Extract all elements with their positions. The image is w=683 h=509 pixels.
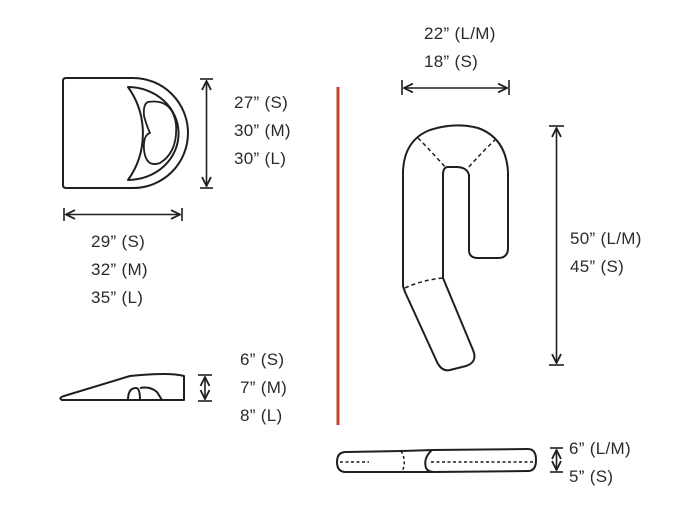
wedge-height-labels: 27” (S) 30” (M) 30” (L) [234,89,291,173]
label: 6” (S) [240,350,285,369]
label: 32” (M) [91,260,148,279]
body-pillow-thickness-arrow [550,447,563,473]
wedge-thickness-arrow [198,374,212,402]
label: 45” (S) [570,257,625,276]
label: 35” (L) [91,288,144,307]
label: 22” (L/M) [424,24,496,43]
body-pillow-side-seams [340,450,534,473]
wedge-width-labels: 29” (S) 32” (M) 35” (L) [91,228,148,312]
body-pillow-side-view-shape [336,448,537,473]
body-pillow-length-arrow [549,125,564,366]
body-pillow-seams [404,137,497,289]
label: 30” (L) [234,149,287,168]
label: 7” (M) [240,378,288,397]
label: 8” (L) [240,406,283,425]
label: 5” (S) [569,467,614,486]
body-pillow-top-view-shape [402,124,509,372]
label: 6” (L/M) [569,439,631,458]
label: 27” (S) [234,93,289,112]
label: 18” (S) [424,52,479,71]
wedge-top-view-shape [62,77,189,189]
label: 30” (M) [234,121,291,140]
wedge-thickness-labels: 6” (S) 7” (M) 8” (L) [240,346,287,430]
wedge-side-view-shape [59,373,185,401]
label: 29” (S) [91,232,146,251]
body-pillow-thickness-labels: 6” (L/M) 5” (S) [569,435,631,491]
wedge-width-arrow [63,208,183,221]
wedge-height-arrow [200,78,213,189]
body-pillow-width-labels: 22” (L/M) 18” (S) [424,20,496,76]
label: 50” (L/M) [570,229,642,248]
body-pillow-length-labels: 50” (L/M) 45” (S) [570,225,642,281]
body-pillow-width-arrow [401,80,510,95]
